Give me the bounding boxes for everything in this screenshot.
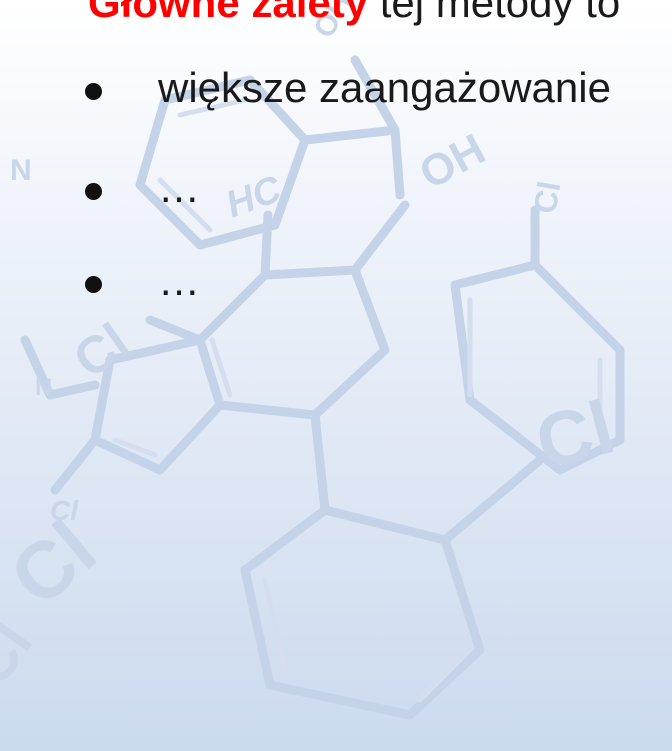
slide-heading: Główne zalety tej metody to [88,0,620,28]
bullet-icon [85,83,102,100]
heading-accent: Główne zalety [88,0,369,26]
n-label-top: N [10,154,32,187]
bullet-icon [85,276,102,293]
heading-rest: tej metody to [368,0,621,26]
n-label-mid: N [35,374,52,401]
bullet-text: … [158,164,200,211]
bullet-text: większe zaangażowanie [158,64,611,111]
bullet-icon [85,183,102,200]
bullet-text: … [158,257,200,304]
cl-label-left: Cl [50,495,79,526]
cl-label-right-top: Cl [526,178,567,216]
